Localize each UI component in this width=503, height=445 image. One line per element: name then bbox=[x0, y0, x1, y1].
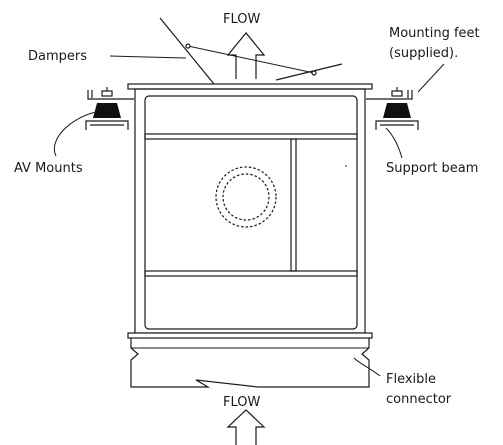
vertical-post bbox=[290, 138, 297, 272]
lower-rail bbox=[144, 270, 358, 277]
housing-outer bbox=[134, 88, 366, 334]
av-mounts-leader-line bbox=[53, 111, 97, 157]
flexible-connector-leader-line bbox=[353, 357, 381, 377]
flexible-connector-label-line2: connector bbox=[386, 392, 452, 407]
bottom-flange bbox=[127, 332, 373, 339]
left-mount-top-plate bbox=[101, 90, 113, 97]
right-mount-assembly bbox=[366, 87, 419, 130]
damper-pivot-left bbox=[185, 43, 191, 49]
av-mounts-label: AV Mounts bbox=[14, 161, 83, 176]
mounting-feet-leader-line bbox=[417, 63, 445, 93]
support-beam-label: Support beam bbox=[386, 161, 478, 176]
flow-top-arrow bbox=[226, 32, 266, 79]
right-mounting-foot bbox=[366, 90, 413, 100]
flow-bottom-label: FLOW bbox=[223, 395, 260, 410]
right-av-mount-rubber bbox=[383, 103, 411, 118]
housing-inner-panel bbox=[144, 95, 358, 330]
fan-outline-outer bbox=[215, 166, 277, 228]
left-mounting-foot bbox=[87, 90, 134, 100]
left-support-beam bbox=[85, 120, 129, 130]
fan-outline-inner bbox=[222, 173, 270, 221]
flow-top-label: FLOW bbox=[223, 12, 260, 27]
flexible-connector-label-line1: Flexible bbox=[386, 372, 436, 387]
damper-pivot-right bbox=[311, 70, 317, 76]
support-beam-leader-line bbox=[385, 127, 403, 159]
damper-left bbox=[159, 17, 215, 85]
right-support-beam bbox=[375, 120, 419, 130]
mounting-feet-label-line1: Mounting feet bbox=[389, 26, 480, 41]
dampers-label: Dampers bbox=[28, 49, 87, 64]
marker-dot bbox=[345, 165, 347, 167]
top-flange bbox=[127, 83, 373, 90]
dampers-leader-line bbox=[109, 55, 187, 59]
left-mount-assembly bbox=[85, 87, 134, 130]
flow-bottom-arrow bbox=[226, 409, 266, 445]
mounting-feet-label-line2: (supplied). bbox=[389, 46, 458, 61]
right-mount-top-plate bbox=[391, 90, 403, 97]
damper-linkage bbox=[187, 45, 315, 74]
upper-rail bbox=[144, 133, 358, 140]
left-av-mount-rubber bbox=[93, 103, 121, 118]
flexible-connector bbox=[130, 338, 370, 388]
